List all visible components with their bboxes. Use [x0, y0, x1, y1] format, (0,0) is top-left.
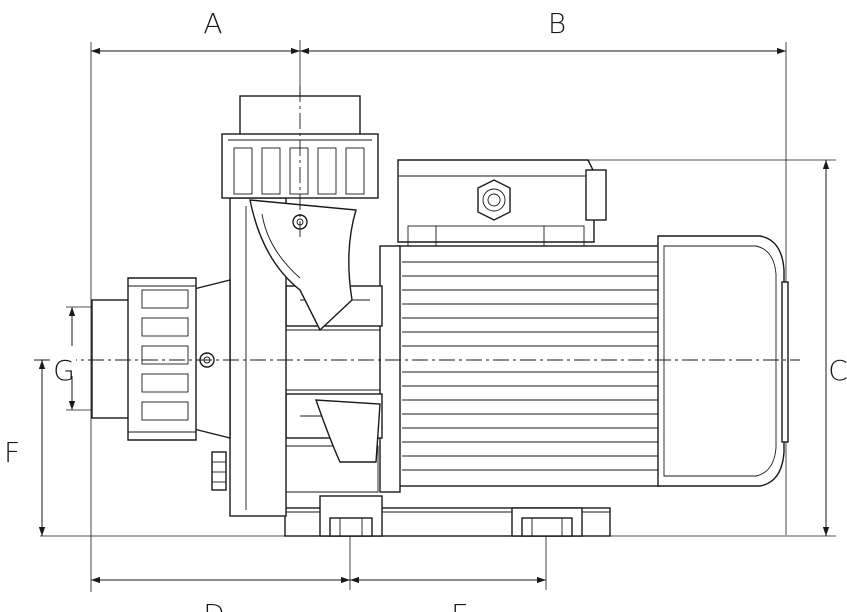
motor-cooling-fins	[402, 261, 658, 471]
terminal-box	[397, 159, 607, 247]
motor-body	[397, 245, 681, 487]
dimension-labels: A B C D E F G	[4, 7, 847, 612]
label-g: G	[53, 354, 75, 387]
label-b: B	[548, 7, 566, 40]
pump-housing	[211, 197, 381, 517]
fan-cover	[657, 235, 789, 487]
suction-inlet	[91, 277, 231, 441]
cable-gland	[477, 179, 511, 221]
inlet-union-nut	[128, 285, 196, 433]
dimension-lines	[38, 47, 830, 584]
label-c: C	[828, 354, 847, 387]
centerlines	[34, 86, 800, 361]
label-e: E	[451, 598, 469, 612]
label-f: F	[4, 436, 20, 469]
label-d: D	[203, 598, 225, 612]
base-plate	[284, 495, 611, 537]
label-a: A	[203, 7, 222, 40]
